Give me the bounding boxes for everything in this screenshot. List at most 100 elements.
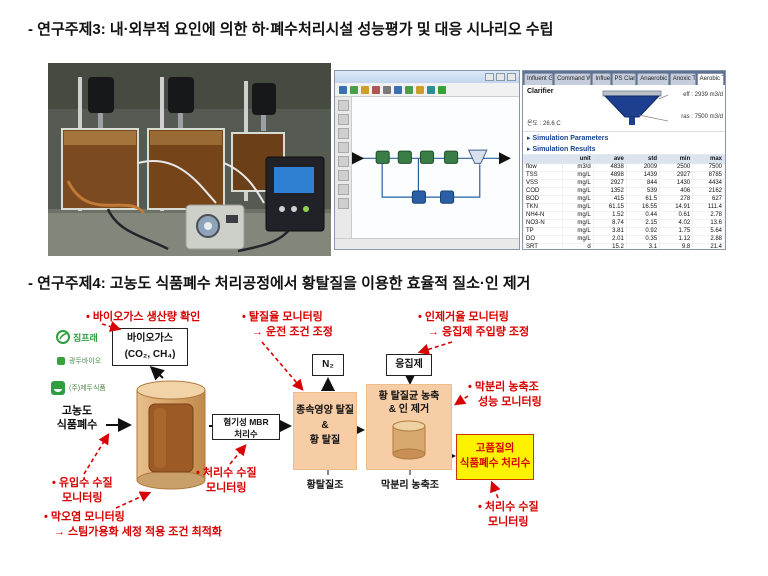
table-cell: 406 (659, 187, 694, 196)
table-cell: 844 (625, 179, 661, 188)
table-cell: 2.78 (692, 211, 725, 220)
tank2-name-label: 막분리 농축조 (381, 480, 439, 491)
table-cell: 2927 (659, 171, 694, 180)
table-cell: mg/L (562, 195, 594, 204)
undo-icon[interactable] (416, 85, 424, 94)
note-line: 모니터링 (488, 516, 529, 528)
clarifier-title: Clarifier (527, 88, 554, 95)
table-cell: flow (523, 163, 564, 172)
table-cell: mg/L (562, 227, 594, 236)
results-tab[interactable]: Anoxic Tank (669, 73, 696, 85)
maximize-icon[interactable] (496, 73, 505, 81)
sim-toolbar (335, 83, 519, 97)
topic4-heading: - 연구주제4: 고농도 식품폐수 처리공정에서 황탈질을 이용한 효율적 질소… (28, 275, 531, 292)
table-cell: mg/L (562, 219, 594, 228)
flowsheet-blue-units[interactable] (411, 190, 455, 204)
column-header (523, 154, 564, 164)
run-simulation-icon[interactable] (438, 85, 446, 94)
topic4-process-diagram: • 바이오가스 생산량 확인 • 탈질율 모니터링 → 운전 조건 조정 • 인… (0, 298, 768, 576)
clarifier-icon (602, 90, 669, 125)
results-tab[interactable]: Command Window (554, 73, 592, 85)
sim-tool-palette (335, 97, 352, 238)
table-cell: 1430 (659, 179, 694, 188)
table-cell: 16.55 (625, 203, 661, 212)
influent-tool-icon[interactable] (337, 114, 349, 125)
select-tool-icon[interactable] (337, 100, 349, 111)
minimize-icon[interactable] (485, 73, 494, 81)
table-cell: DO (523, 235, 564, 244)
results-tab[interactable]: Anaerobic Tank (637, 73, 669, 85)
pump-tool-icon[interactable] (337, 170, 349, 181)
table-cell: 13.6 (692, 219, 725, 228)
tank1-line: & (321, 420, 329, 431)
feed-label: 고농도 식품폐수 (48, 404, 106, 432)
table-cell: 4838 (592, 163, 627, 172)
pipe-tool-icon[interactable] (337, 156, 349, 167)
table-cell: m3/d (562, 163, 594, 172)
save-icon[interactable] (361, 85, 369, 94)
table-cell: 0.61 (659, 211, 694, 220)
sensor-tool-icon[interactable] (337, 184, 349, 195)
results-tab[interactable]: Influent Guide (524, 73, 554, 85)
results-tab[interactable]: PS Clarifier (611, 73, 637, 85)
note-influent-quality: • 유입수 수질 모니터링 (52, 476, 113, 506)
text-tool-icon[interactable] (337, 198, 349, 209)
tank1-line: 황 탈질 (309, 435, 341, 446)
note-biogas-monitoring: • 바이오가스 생산량 확인 (86, 311, 201, 323)
mbr-line: 처리수 (234, 429, 258, 439)
column-header: min (659, 154, 694, 164)
expander-icon: ▸ (527, 146, 531, 153)
table-cell: 1.75 (659, 227, 694, 236)
table-cell: 2.01 (592, 235, 627, 244)
section-simulation-parameters[interactable]: ▸ Simulation Parameters (523, 132, 725, 143)
flowsheet-unit-icons[interactable] (375, 150, 459, 164)
table-cell: 415 (592, 195, 627, 204)
section-simulation-results[interactable]: ▸ Simulation Results (523, 143, 725, 154)
column-header: std (625, 154, 661, 164)
clarifier-tool-icon[interactable] (337, 142, 349, 153)
new-file-icon[interactable] (339, 85, 347, 94)
membrane-concentrator-cylinder (392, 420, 426, 460)
note-line: • 막오염 모니터링 (44, 511, 125, 523)
table-cell: 539 (625, 187, 661, 196)
note-line: 성능 모니터링 (478, 396, 542, 408)
tank-tool-icon[interactable] (337, 128, 349, 139)
table-cell: mg/L (562, 187, 594, 196)
print-icon[interactable] (372, 85, 380, 94)
note-treated-water-quality-2: • 처리수 수질 모니터링 (478, 500, 539, 530)
results-tab[interactable]: Influent (592, 73, 611, 85)
table-cell: 15.2 (592, 243, 627, 249)
table-cell: 7500 (692, 163, 725, 172)
table-cell: 627 (692, 195, 725, 204)
close-icon[interactable] (507, 73, 516, 81)
results-tab-bar: Influent GuideCommand WindowInfluentPS C… (523, 71, 725, 85)
table-cell: 1352 (592, 187, 627, 196)
column-header: unit (562, 154, 594, 164)
process-flowsheet (352, 149, 511, 204)
paste-icon[interactable] (405, 85, 413, 94)
note-denitrification-monitoring: • 탈질율 모니터링 → 운전 조건 조정 (242, 310, 333, 340)
mbr-line: 혐기성 MBR (223, 417, 269, 427)
results-tab[interactable]: Aerobic Tank (696, 73, 724, 85)
copy-icon[interactable] (394, 85, 402, 94)
simulation-software-window (334, 70, 520, 250)
table-cell: 2.15 (625, 219, 661, 228)
note-line: → 응집제 주입량 조정 (428, 326, 530, 338)
note-line: 모니터링 (62, 492, 103, 504)
open-file-icon[interactable] (350, 85, 358, 94)
column-header: max (692, 154, 725, 164)
table-cell: NH4-N (523, 211, 564, 220)
result-line: 식품폐수 처리수 (459, 457, 531, 469)
flowsheet-clarifier-icon[interactable] (467, 149, 488, 164)
result-line: 고품질의 (475, 442, 515, 454)
zoom-in-icon[interactable] (427, 85, 435, 94)
table-cell: 9.8 (659, 243, 694, 249)
concentration-p-removal-box: 황 탈질균 농축 & 인 제거 (366, 384, 452, 470)
note-line: • 처리수 수질 (478, 501, 539, 513)
table-cell: 3.1 (625, 243, 661, 249)
cut-icon[interactable] (383, 85, 391, 94)
clarifier-effluent-label: eff : 2939 m3/d (683, 92, 723, 98)
table-cell: SRT (523, 243, 564, 249)
